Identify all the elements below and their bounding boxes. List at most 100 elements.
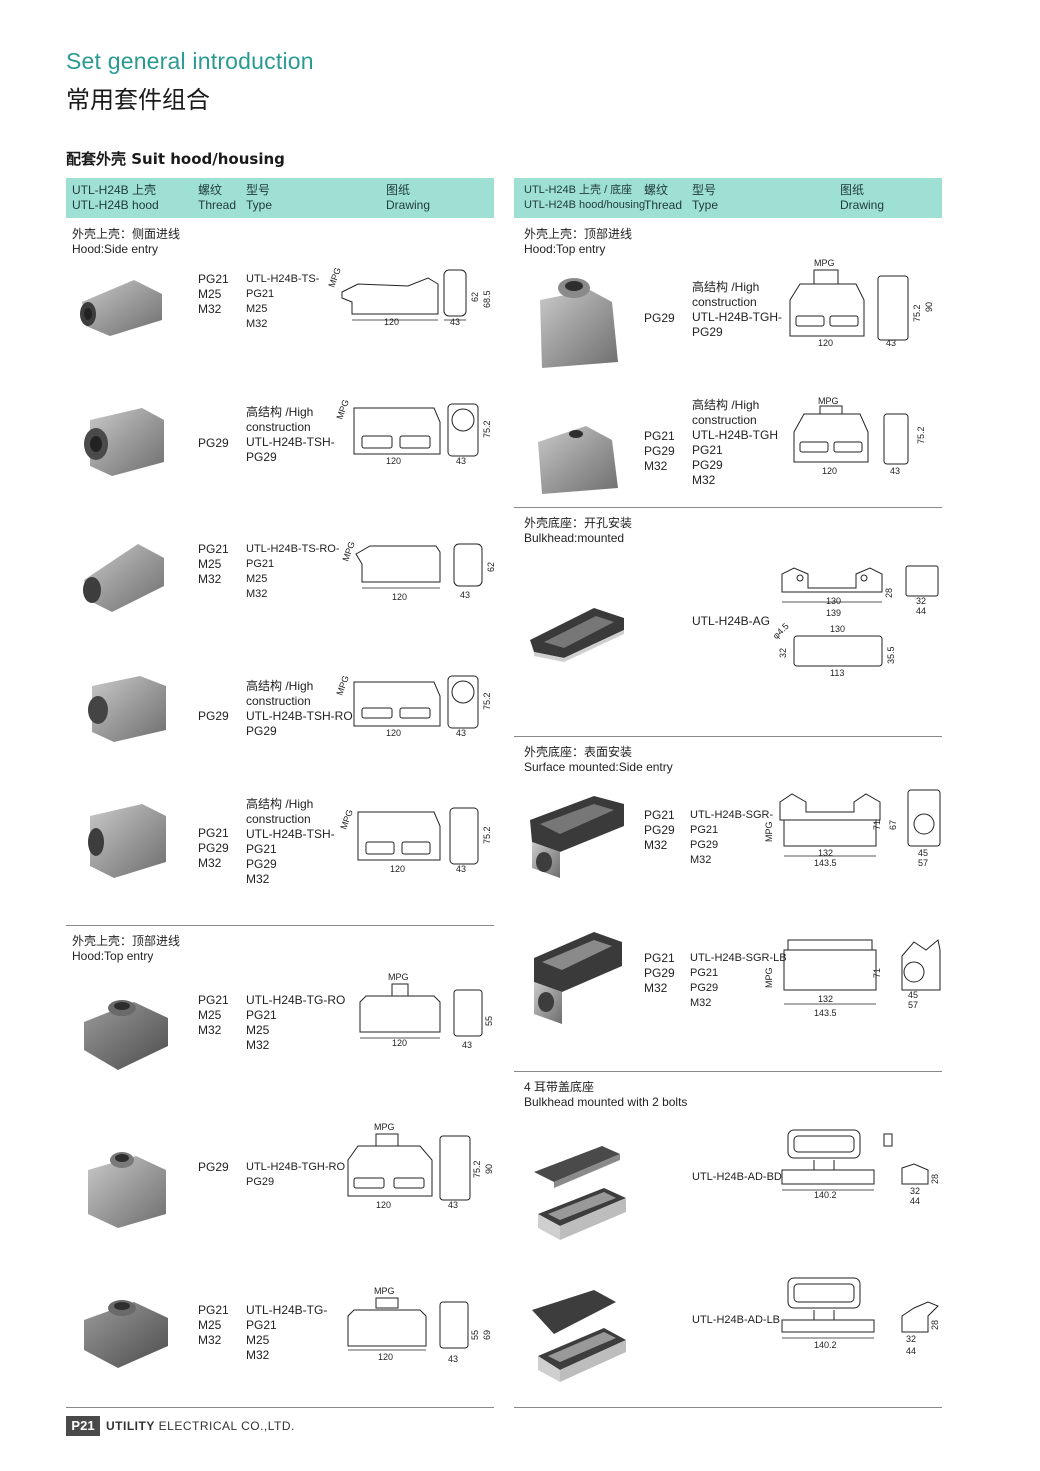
product-photo [540,278,618,368]
thread: PG21 PG29 M32 [644,808,675,852]
divider [514,1407,942,1408]
dimension-label: 143.5 [814,858,837,868]
technical-drawing: MPG 132 143.5 71 67 45 57 [764,789,941,868]
technical-drawing: 140.2 32 44 28 [781,1277,940,1356]
right-group4-title: 4 耳带盖底座 Bulkhead mounted with 2 bolts [524,1080,688,1109]
dimension-label: 32 [906,1334,916,1344]
dimension-label: 43 [460,590,470,600]
dimension-label: 43 [448,1200,458,1210]
divider [66,925,494,926]
product-photo [532,1290,626,1382]
product-photo [80,280,162,336]
dimension-label: 69 [482,1330,492,1340]
dimension-label: 120 [390,864,405,874]
dimension-label: 120 [384,317,399,327]
right-group3-title: 外壳底座：表面安装 Surface mounted:Side entry [524,745,673,774]
type: UTL-H24B-TGH-RO PG29 [246,1161,346,1188]
dimension-label: MPG [388,972,409,982]
product-photo [88,1152,166,1228]
dimension-label: 45 [908,990,918,1000]
dimension-label: 139 [826,608,841,618]
technical-drawing: MPG 120 43 55 [359,972,494,1050]
type: 高结构 /High construction UTL-H24B-TGH PG21… [692,398,779,487]
right-table-header: UTL-H24B 上壳 / 底座 UTL-H24B hood/housing 螺… [514,178,942,218]
dimension-label: 130 [830,624,845,634]
dimension-label: 55 [470,1330,480,1340]
col-type-en: Type [246,198,273,212]
thread: PG29 [198,436,229,450]
dimension-label: 28 [930,1174,940,1184]
thread: PG29 [198,709,229,723]
thread: PG29 [198,1160,229,1174]
type: UTL-H24B-TS- PG21 M25 M32 [246,273,320,330]
divider [514,1071,942,1072]
thread: PG21 M25 M32 [198,542,229,586]
thread: PG21 PG29 M32 [644,429,675,473]
company-name: UTILITY ELECTRICAL CO.,LTD. [106,1419,295,1433]
technical-drawing: MPG 120 43 75.2 [793,396,926,476]
dimension-label: 120 [386,728,401,738]
dimension-label: MPG [338,808,354,831]
product-photo [534,1146,626,1240]
col-drawing-en: Drawing [386,198,431,212]
product-photo [538,426,618,494]
col-hood-housing-en: UTL-H24B hood/housing [524,199,646,211]
left-group2-title: 外壳上壳：顶部进线 Hood:Top entry [72,934,181,963]
divider [514,736,942,737]
dimension-label: 71 [872,968,882,978]
dimension-label: 43 [890,466,900,476]
type: UTL-H24B-AD-BD [692,1171,782,1183]
thread: PG21 M25 M32 [198,1303,229,1347]
dimension-label: 45 [918,848,928,858]
technical-drawing: MPG 120 43 62 [340,540,496,602]
product-photo [530,796,624,878]
dimension-label: 32 [916,596,926,606]
dimension-label: 90 [924,302,934,312]
dimension-label: 62 [470,292,480,302]
thread: PG21 M25 M32 [198,993,229,1037]
dimension-label: 75.2 [482,420,492,438]
col-type-zh: 型号 [692,183,717,197]
col-thread-zh: 螺纹 [198,183,223,197]
dimension-label: 75.2 [912,304,922,322]
left-group1-title: 外壳上壳：侧面进线 Hood:Side entry [72,227,181,256]
left-table-header: UTL-H24B 上壳 UTL-H24B hood 螺纹 Thread 型号 T… [66,178,494,218]
dimension-label: 35.5 [886,646,896,664]
dimension-label: 90 [484,1164,494,1174]
dimension-label: MPG [374,1286,395,1296]
type: 高结构 /High construction UTL-H24B-TGH- PG2… [692,280,783,339]
thread: PG21 PG29 M32 [198,826,229,870]
mpg-label: MPG [326,266,342,289]
dimension-label: 120 [392,592,407,602]
dimension-label: 55 [484,1016,494,1026]
technical-drawing: 140.2 32 44 28 [781,1129,940,1206]
dimension-label: 120 [378,1352,393,1362]
type: UTL-H24B-TS-RO- PG21 M25 M32 [246,543,340,600]
dimension-label: 67 [888,820,898,830]
dimension-label: 57 [918,858,928,868]
dimension-label: 68.5 [482,290,492,308]
title-en: Set general introduction [66,48,314,74]
dimension-label: 43 [886,338,896,348]
product-photo [83,544,164,612]
thread: PG21 PG29 M32 [644,951,675,995]
dimension-label: 32 [778,648,788,658]
thread: PG29 [644,311,675,325]
product-photo [530,608,624,662]
col-drawing-zh: 图纸 [840,183,865,197]
technical-drawing: MPG 120 43 75.2 90 [789,258,934,348]
col-thread-zh: 螺纹 [644,183,669,197]
technical-drawing: MPG 120 43 75.2 [338,807,492,874]
dimension-label: 43 [450,317,460,327]
type: UTL-H24B-SGR-LB PG21 PG29 M32 [690,952,787,1009]
company-name-rest: ELECTRICAL CO.,LTD. [154,1419,295,1433]
type: UTL-H24B-SGR- PG21 PG29 M32 [690,809,774,866]
dimension-label: 62 [486,562,496,572]
col-hood-housing-zh: UTL-H24B 上壳 / 底座 [524,184,633,196]
dimension-label: 43 [448,1354,458,1364]
dimension-label: 75.2 [916,426,926,444]
col-hood-zh: UTL-H24B 上壳 [72,183,157,197]
dimension-label: MPG [814,258,835,268]
dimension-label: MPG [374,1122,395,1132]
type: UTL-H24B-AD-LB [692,1314,781,1326]
